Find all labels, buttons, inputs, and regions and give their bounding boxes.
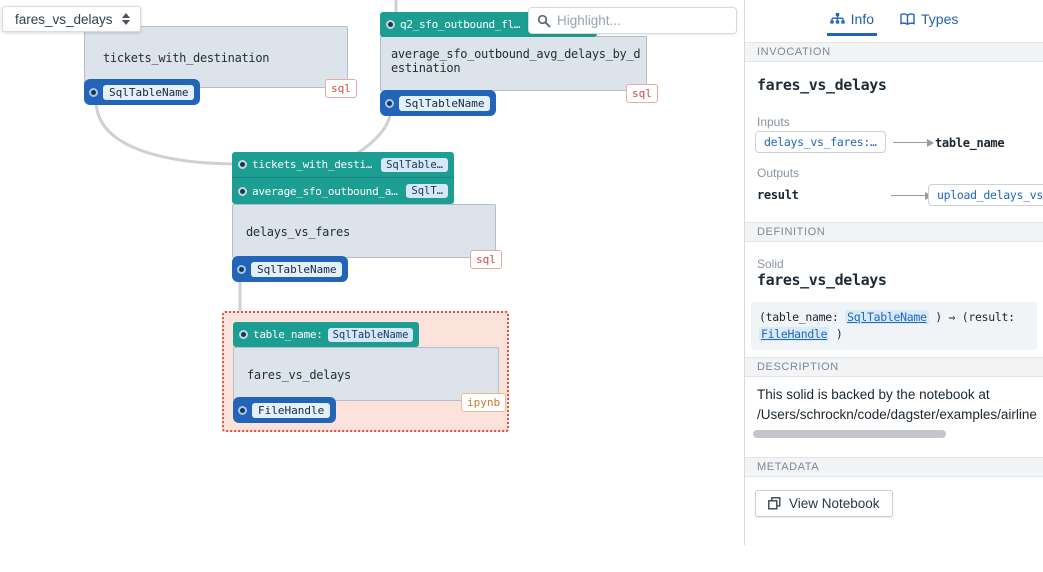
port-icon (386, 20, 395, 29)
type-link-filehandle[interactable]: FileHandle (759, 327, 830, 341)
signature-text: (table_name: (759, 310, 846, 324)
solid-selector-value: fares_vs_delays (15, 11, 113, 27)
info-sidebar: Info Types INVOCATION fares_vs_delays In… (744, 0, 1043, 545)
tab-label: Info (850, 11, 874, 27)
node-title: average_sfo_outbound_avg_delays_by_desti… (391, 47, 641, 75)
kind-tag-sql: sql (626, 84, 658, 103)
input-label: average_sfo_outbound_a… (252, 184, 398, 198)
output-port-tickets[interactable]: SqlTableName (84, 79, 201, 105)
output-port-average[interactable]: SqlTableName (380, 90, 497, 116)
node-title: delays_vs_fares (246, 225, 350, 239)
node-delays-vs-fares[interactable]: delays_vs_fares (232, 204, 496, 258)
tab-types[interactable]: Types (900, 11, 958, 27)
kind-tag-ipynb: ipynb (461, 393, 507, 412)
kind-tag-sql: sql (470, 250, 502, 269)
type-link-sqltablename[interactable]: SqlTableName (845, 310, 929, 324)
pipeline-graph-canvas[interactable]: tickets_with_destination SqlTableName sq… (0, 0, 745, 545)
scrollbar-thumb[interactable] (753, 430, 946, 438)
node-tickets-with-destination[interactable]: tickets_with_destination (84, 26, 348, 88)
tab-info[interactable]: Info (826, 11, 878, 36)
node-average-sfo-outbound[interactable]: average_sfo_outbound_avg_delays_by_desti… (380, 36, 647, 91)
section-header-invocation: INVOCATION (745, 42, 1043, 62)
input-type-chip: SqlT… (406, 184, 448, 198)
duplicate-icon (768, 497, 781, 510)
outputs-label: Outputs (757, 166, 800, 180)
input-port-table-name[interactable]: table_name: SqlTableName (233, 322, 420, 347)
input-label: q2_sfo_outbound_fl… (400, 18, 521, 31)
search-icon (537, 14, 551, 27)
output-port-delays[interactable]: SqlTableName (232, 256, 349, 282)
type-signature-block: (table_name: SqlTableName ) ⇒ (result: F… (751, 302, 1037, 350)
input-type-chip: SqlTable… (381, 157, 448, 172)
input-target-name: table_name (935, 136, 1005, 150)
highlight-input[interactable] (557, 13, 717, 28)
inputs-label: Inputs (757, 115, 790, 129)
description-text: This solid is backed by the notebook at … (757, 387, 1037, 422)
graph-tree-icon (829, 12, 845, 24)
port-icon (385, 98, 394, 108)
node-title: tickets_with_destination (103, 51, 270, 65)
invocation-title: fares_vs_delays (757, 76, 887, 94)
signature-text: ) ⇒ (result: (928, 310, 1015, 324)
signature-text: ) (829, 327, 843, 341)
section-header-metadata: METADATA (745, 457, 1043, 477)
description-scrollbar[interactable] (753, 430, 1037, 438)
port-icon (89, 87, 98, 97)
node-title: fares_vs_delays (247, 368, 351, 382)
output-target-chip[interactable]: upload_delays_vs (928, 184, 1043, 206)
input-port-delays-row2[interactable]: average_sfo_outbound_a… SqlT… (232, 178, 454, 204)
view-notebook-label: View Notebook (789, 496, 880, 511)
output-type-label: FileHandle (252, 402, 331, 418)
port-icon (237, 264, 246, 274)
tab-label: Types (921, 11, 959, 27)
output-type-label: SqlTableName (251, 261, 343, 277)
port-icon (239, 330, 248, 339)
output-type-label: SqlTableName (103, 84, 195, 100)
highlight-search-box[interactable] (528, 7, 737, 34)
output-name: result (757, 188, 799, 202)
sidebar-tabs: Info Types (745, 11, 1043, 36)
book-icon (900, 12, 915, 25)
input-source-chip[interactable]: delays_vs_fares:… (755, 131, 886, 153)
solid-kind-label: Solid (757, 257, 784, 271)
edge-tickets-to-delays (94, 98, 242, 166)
node-fares-vs-delays-selected[interactable]: table_name: SqlTableName fares_vs_delays… (222, 311, 509, 432)
port-icon (238, 405, 247, 415)
port-icon (238, 160, 247, 169)
output-port-fares[interactable]: FileHandle (233, 397, 337, 423)
view-notebook-button[interactable]: View Notebook (755, 490, 893, 517)
output-type-label: SqlTableName (399, 95, 491, 111)
arrow-right-icon (893, 138, 934, 147)
arrow-right-icon (891, 191, 932, 200)
input-port-delays-row1[interactable]: tickets_with_desti… SqlTable… (232, 152, 454, 178)
section-header-description: DESCRIPTION (745, 357, 1043, 377)
port-icon (238, 186, 247, 196)
kind-tag-sql: sql (325, 79, 357, 98)
solid-selector-dropdown[interactable]: fares_vs_delays (2, 6, 141, 32)
sort-caret-icon (121, 13, 130, 25)
node-fares-vs-delays[interactable]: fares_vs_delays (233, 347, 499, 401)
input-type-chip: SqlTableName (327, 327, 414, 342)
section-header-definition: DEFINITION (745, 222, 1043, 242)
input-label: table_name: (253, 328, 323, 341)
input-label: tickets_with_desti… (252, 158, 373, 171)
definition-title: fares_vs_delays (757, 271, 887, 289)
